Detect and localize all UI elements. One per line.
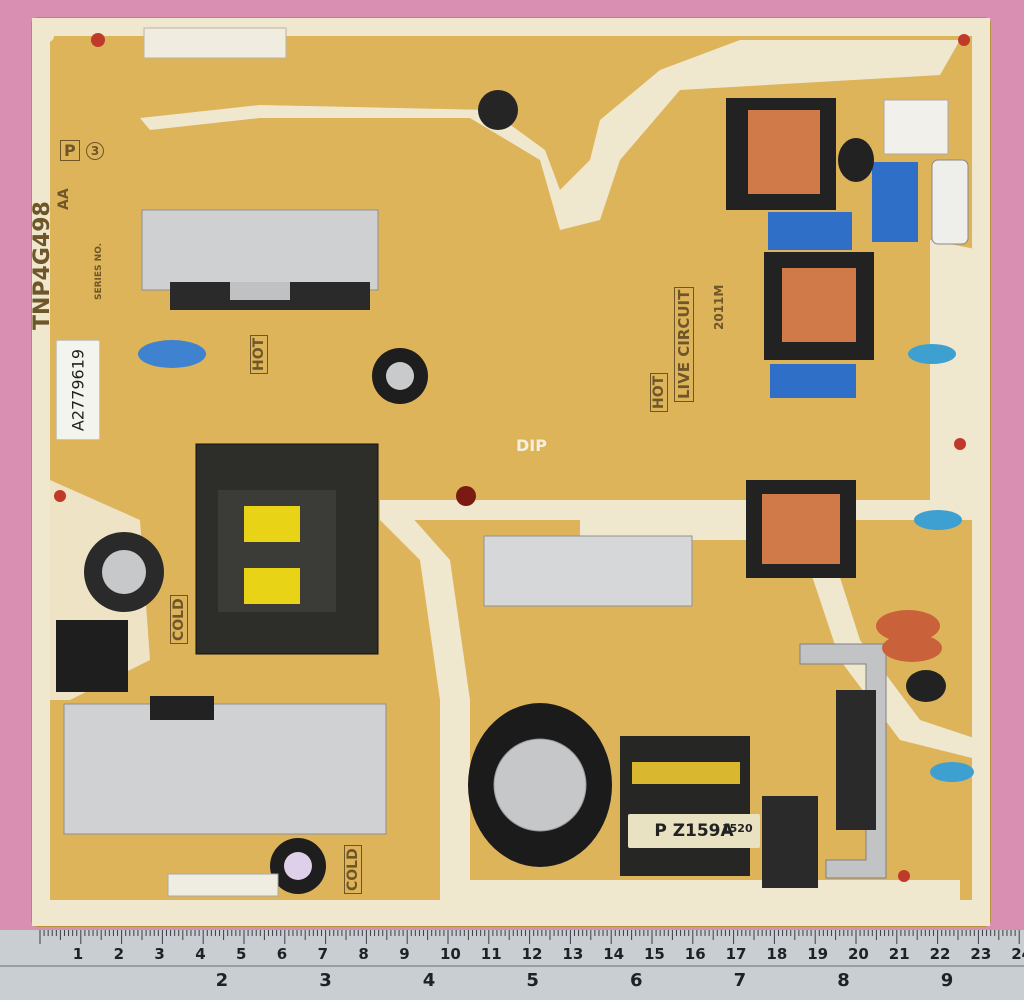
ruler-cm-number: 22	[929, 945, 951, 963]
ruler-cm-number: 18	[766, 945, 788, 963]
dip-label: DIP	[516, 436, 547, 455]
line-filter-chokes	[726, 98, 874, 578]
bottom-connector	[167, 873, 279, 897]
bridge-rectifier	[762, 796, 818, 888]
ruler-inch-number: 9	[940, 970, 954, 991]
ruler-cm-number: 5	[236, 945, 247, 963]
ruler-inch-number: 2	[215, 970, 229, 991]
ruler-cm-number: 14	[603, 945, 625, 963]
serial-sticker: A2779619	[56, 340, 100, 440]
ruler-inch-number: 3	[319, 970, 332, 991]
circle-mark: 3	[86, 142, 104, 160]
ruler-inch-number: 8	[837, 970, 850, 991]
ruler-cm-number: 7	[317, 945, 329, 963]
p-mark: P	[60, 140, 80, 161]
bulk-capacitor	[468, 703, 612, 867]
power-transistor	[56, 620, 128, 692]
live-circuit-label: LIVE CIRCUIT	[674, 286, 694, 402]
ruler-cm-number: 12	[521, 945, 543, 963]
ruler-cm-number: 1	[72, 945, 84, 963]
ruler-cm-number: 11	[480, 945, 502, 963]
ac-connector	[883, 99, 949, 155]
cold-label-2: COLD	[344, 845, 362, 894]
ruler-cm-number: 23	[970, 945, 992, 963]
serial-sticker-text: A2779619	[68, 348, 88, 432]
heatsink-bottom	[63, 696, 387, 835]
year-mark: 2011M	[712, 284, 726, 330]
heatsink-center	[483, 535, 693, 607]
ruler-cm-number: 13	[562, 945, 584, 963]
ruler-inch-number: 4	[422, 970, 436, 991]
ruler-cm-number: 21	[888, 945, 910, 963]
board-part-number: TNP4G498	[30, 201, 55, 330]
ruler-inch-number: 5	[526, 970, 539, 991]
fuse	[931, 159, 969, 245]
main-transformer	[195, 443, 379, 655]
heatsink-top	[141, 209, 379, 310]
ruler-cm-number: 19	[807, 945, 829, 963]
ruler-cm-number: 10	[440, 945, 461, 963]
x-capacitors	[768, 162, 918, 398]
cold-label-1: COLD	[170, 595, 188, 644]
ruler-cm-number: 2	[113, 945, 125, 963]
series-label: SERIES NO.	[94, 242, 104, 300]
electrolytic-capacitors	[84, 90, 518, 894]
ruler-cm-number: 6	[276, 945, 288, 963]
ceramic-capacitors	[138, 138, 974, 782]
ruler-cm-number: 17	[725, 945, 747, 963]
ruler-inch-number: 7	[733, 970, 747, 991]
hot-label: HOT	[250, 334, 268, 374]
transformer-code: 1520	[722, 822, 753, 835]
ruler-cm-number: 8	[358, 945, 369, 963]
ruler-cm-number: 9	[399, 945, 410, 963]
transformer-label: P Z159A	[628, 814, 760, 848]
rev-code: AA	[56, 188, 72, 210]
standby-transformer	[620, 736, 750, 876]
ruler-cm-number: 15	[644, 945, 665, 963]
top-connector	[143, 27, 287, 59]
ruler-cm-number: 16	[684, 945, 706, 963]
transformer-marking: P Z159A	[654, 821, 734, 841]
ruler-cm-number: 20	[848, 945, 869, 963]
ruler-cm-number: 4	[195, 945, 206, 963]
hot-label-2: HOT	[650, 372, 668, 412]
ruler-cm-number: 24	[1011, 945, 1024, 963]
ruler-inch-number: 6	[630, 970, 643, 991]
ruler-cm-number: 3	[154, 945, 165, 963]
metric-ruler	[0, 930, 1024, 1000]
mounting-tabs	[42, 30, 970, 882]
